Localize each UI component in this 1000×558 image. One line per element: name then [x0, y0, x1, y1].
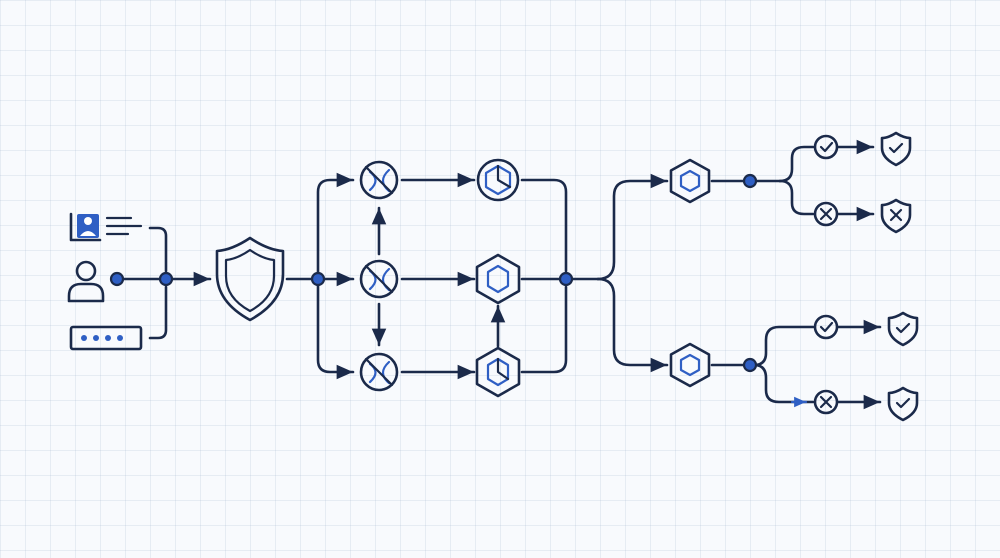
shield-x-icon: [880, 198, 912, 234]
x-circle-icon: [813, 389, 839, 415]
connector-password-to-merge: [148, 285, 168, 340]
connector-lower-fork-to-check: [752, 325, 815, 367]
password-field-icon: [69, 325, 143, 351]
connector-upper-fork-to-check: [778, 145, 815, 183]
connector-merge-to-lower-branch: [596, 277, 669, 373]
connector-split-to-top: [316, 172, 355, 274]
shield-icon: [215, 236, 285, 322]
user-icon: [67, 260, 105, 303]
hex-branch-lower: [669, 342, 711, 388]
connector-split-to-bottom: [316, 284, 355, 380]
hex-branch-upper: [669, 158, 711, 204]
junction-dot-split: [310, 271, 326, 287]
connector-profile-to-merge: [148, 226, 168, 273]
junction-dot-upper: [742, 173, 758, 189]
profile-card-icon: [69, 212, 143, 242]
shield-check-icon: [887, 311, 919, 347]
junction-dot-stage2-merge: [558, 271, 574, 287]
shield-check-icon: [880, 131, 912, 167]
x-circle-icon: [813, 201, 839, 227]
hex-node-bottom: [475, 346, 521, 398]
connector-lower-fork-to-x: [752, 363, 815, 404]
circle-node-top: [359, 160, 399, 200]
junction-dot-input: [109, 271, 125, 287]
connector-bottom-hex-to-merge: [520, 285, 568, 374]
shield-check-icon: [887, 386, 919, 422]
connector-top-hex-to-merge: [520, 178, 568, 273]
connector-merge-to-upper-branch: [596, 173, 669, 281]
check-circle-icon: [813, 134, 839, 160]
junction-dots: [109, 173, 758, 373]
circle-node-bottom: [359, 352, 399, 392]
circle-node-middle: [359, 259, 399, 299]
hex-node-top: [476, 158, 520, 202]
connector-lines: [115, 139, 882, 410]
check-circle-icon: [813, 314, 839, 340]
hex-node-middle: [475, 253, 521, 305]
connector-upper-fork-to-x: [778, 179, 815, 216]
junction-dot-lower: [742, 357, 758, 373]
junction-dot-merge: [158, 271, 174, 287]
